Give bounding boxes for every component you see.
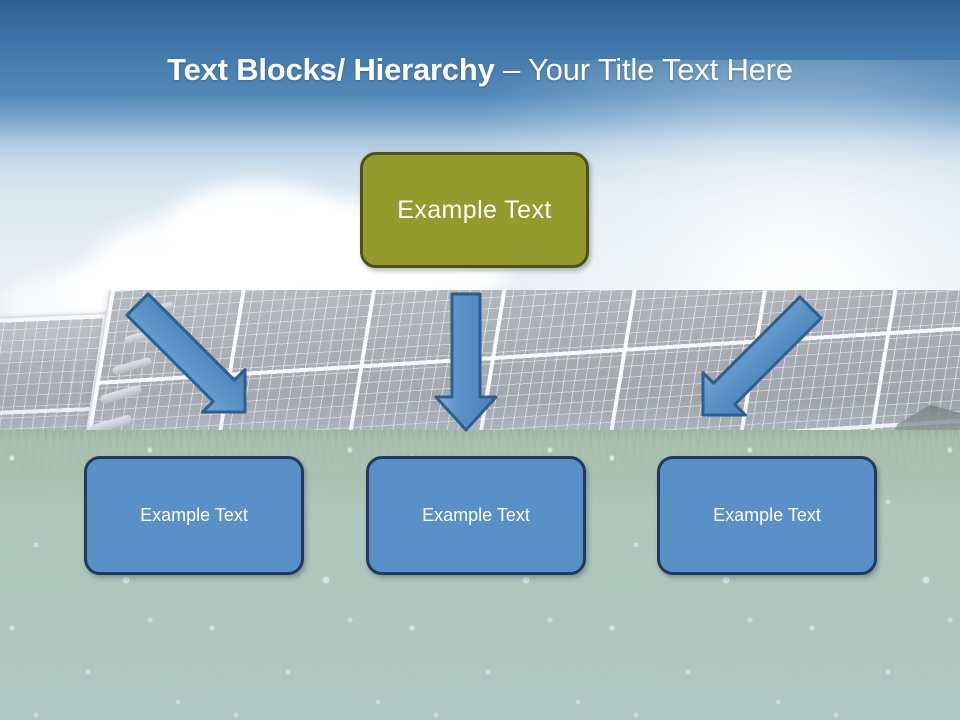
- hierarchy-child-label-2: Example Text: [422, 505, 530, 525]
- page-title: Text Blocks/ Hierarchy – Your Title Text…: [0, 52, 960, 88]
- page-title-bold: Text Blocks/ Hierarchy: [167, 52, 495, 87]
- hierarchy-child-box-1[interactable]: Example Text: [84, 456, 304, 575]
- hierarchy-child-label-3: Example Text: [713, 505, 821, 525]
- hierarchy-child-box-3[interactable]: Example Text: [657, 456, 877, 575]
- page-title-separator: –: [494, 52, 529, 87]
- hierarchy-child-box-2[interactable]: Example Text: [366, 456, 586, 575]
- page-title-normal: Your Title Text Here: [528, 52, 793, 87]
- hierarchy-root-box[interactable]: Example Text: [360, 152, 589, 268]
- hierarchy-child-label-1: Example Text: [140, 505, 248, 525]
- hierarchy-root-label: Example Text: [397, 195, 552, 224]
